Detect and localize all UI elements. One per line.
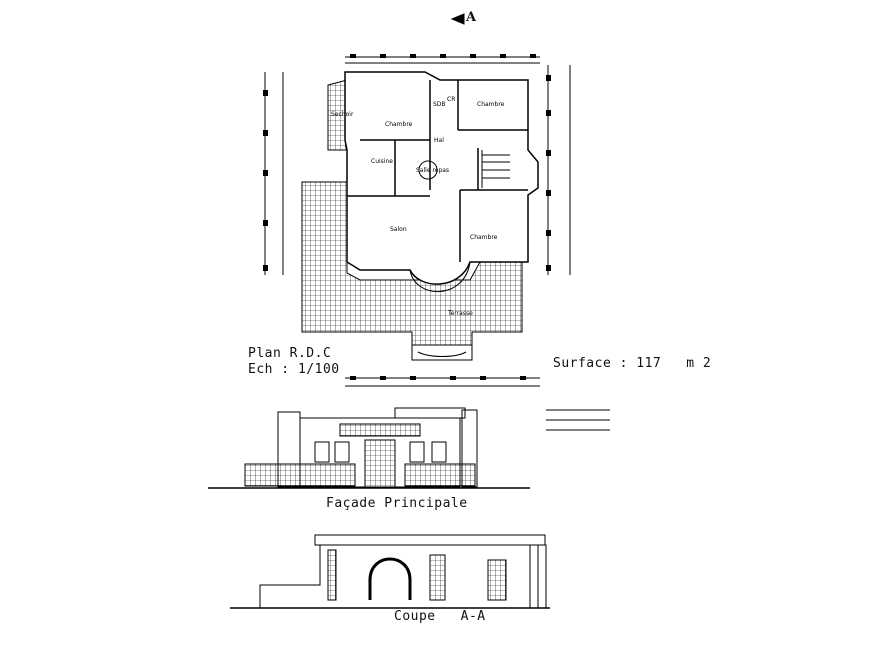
floor-plan-walls <box>344 71 539 285</box>
dimension-lines <box>264 56 610 431</box>
room-label-terrasse: Terrasse <box>447 310 473 317</box>
plan-surface: Surface : 117 m 2 <box>553 356 712 371</box>
plan-title: Plan R.D.C <box>248 346 332 361</box>
room-label-chambre-2: Chambre <box>477 101 505 108</box>
room-label-chambre-3: Chambre <box>470 234 498 241</box>
room-label-cr: CR <box>447 96 455 103</box>
stairs <box>481 150 510 188</box>
coupe-aa-drawing <box>230 534 550 609</box>
section-marker-label: A <box>466 10 477 25</box>
room-label-hal: Hal <box>434 137 444 144</box>
facade-title: Façade Principale <box>326 496 468 511</box>
room-label-salle-repas: Salle repas <box>416 167 449 174</box>
section-title: Coupe A-A <box>394 609 486 624</box>
room-label-salon: Salon <box>390 226 407 233</box>
terrace <box>301 181 523 346</box>
room-label-sdb: SDB <box>433 101 446 108</box>
room-label-cuisine: Cuisine <box>371 158 393 165</box>
room-label-chambre-1: Chambre <box>385 121 413 128</box>
plan-scale: Ech : 1/100 <box>248 362 340 377</box>
dining-table <box>418 160 438 180</box>
room-label-sechoir: Sechoir <box>331 111 354 118</box>
section-marker-arrow-icon <box>450 13 465 25</box>
entrance-steps <box>411 345 473 361</box>
facade-principale-drawing <box>208 407 530 489</box>
dimension-ticks <box>263 54 551 380</box>
